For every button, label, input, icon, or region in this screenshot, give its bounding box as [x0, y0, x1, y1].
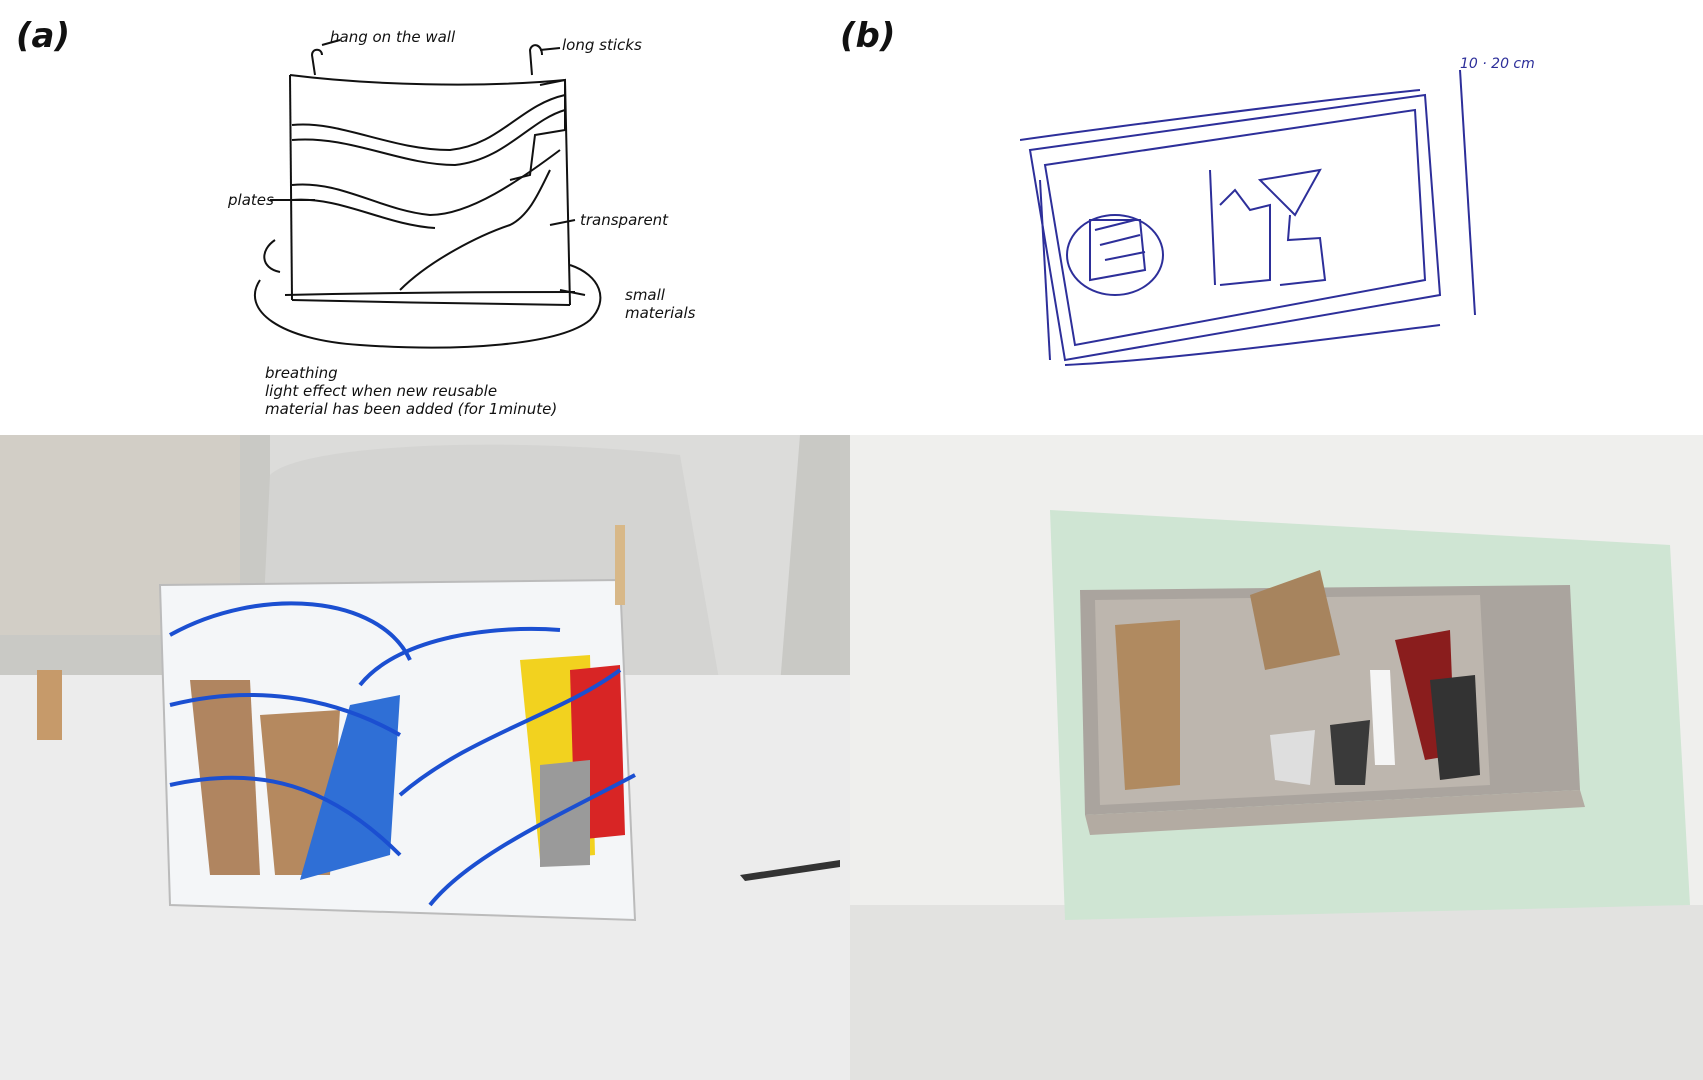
sketch-a: hang on the wall long sticks plates tran… [227, 28, 696, 418]
note-materials: materials [625, 304, 696, 322]
photo-b-model [850, 435, 1703, 1080]
note-sticks: long sticks [562, 36, 642, 54]
note-plates: plates [227, 191, 274, 209]
sketch-b: 10 · 20 cm [1020, 56, 1535, 366]
note-transparent: transparent [580, 211, 669, 229]
caption-line2: light effect when new reusable [265, 382, 497, 400]
note-small: small [625, 286, 666, 304]
panel-b-label: (b) [840, 16, 896, 56]
caption-line1: breathing [265, 364, 338, 382]
photo-a-model [0, 435, 850, 1080]
panel-a-label: (a) [16, 16, 71, 56]
note-hang: hang on the wall [330, 28, 456, 46]
note-size: 10 · 20 cm [1460, 56, 1535, 72]
caption-line3: material has been added (for 1minute) [265, 400, 557, 418]
